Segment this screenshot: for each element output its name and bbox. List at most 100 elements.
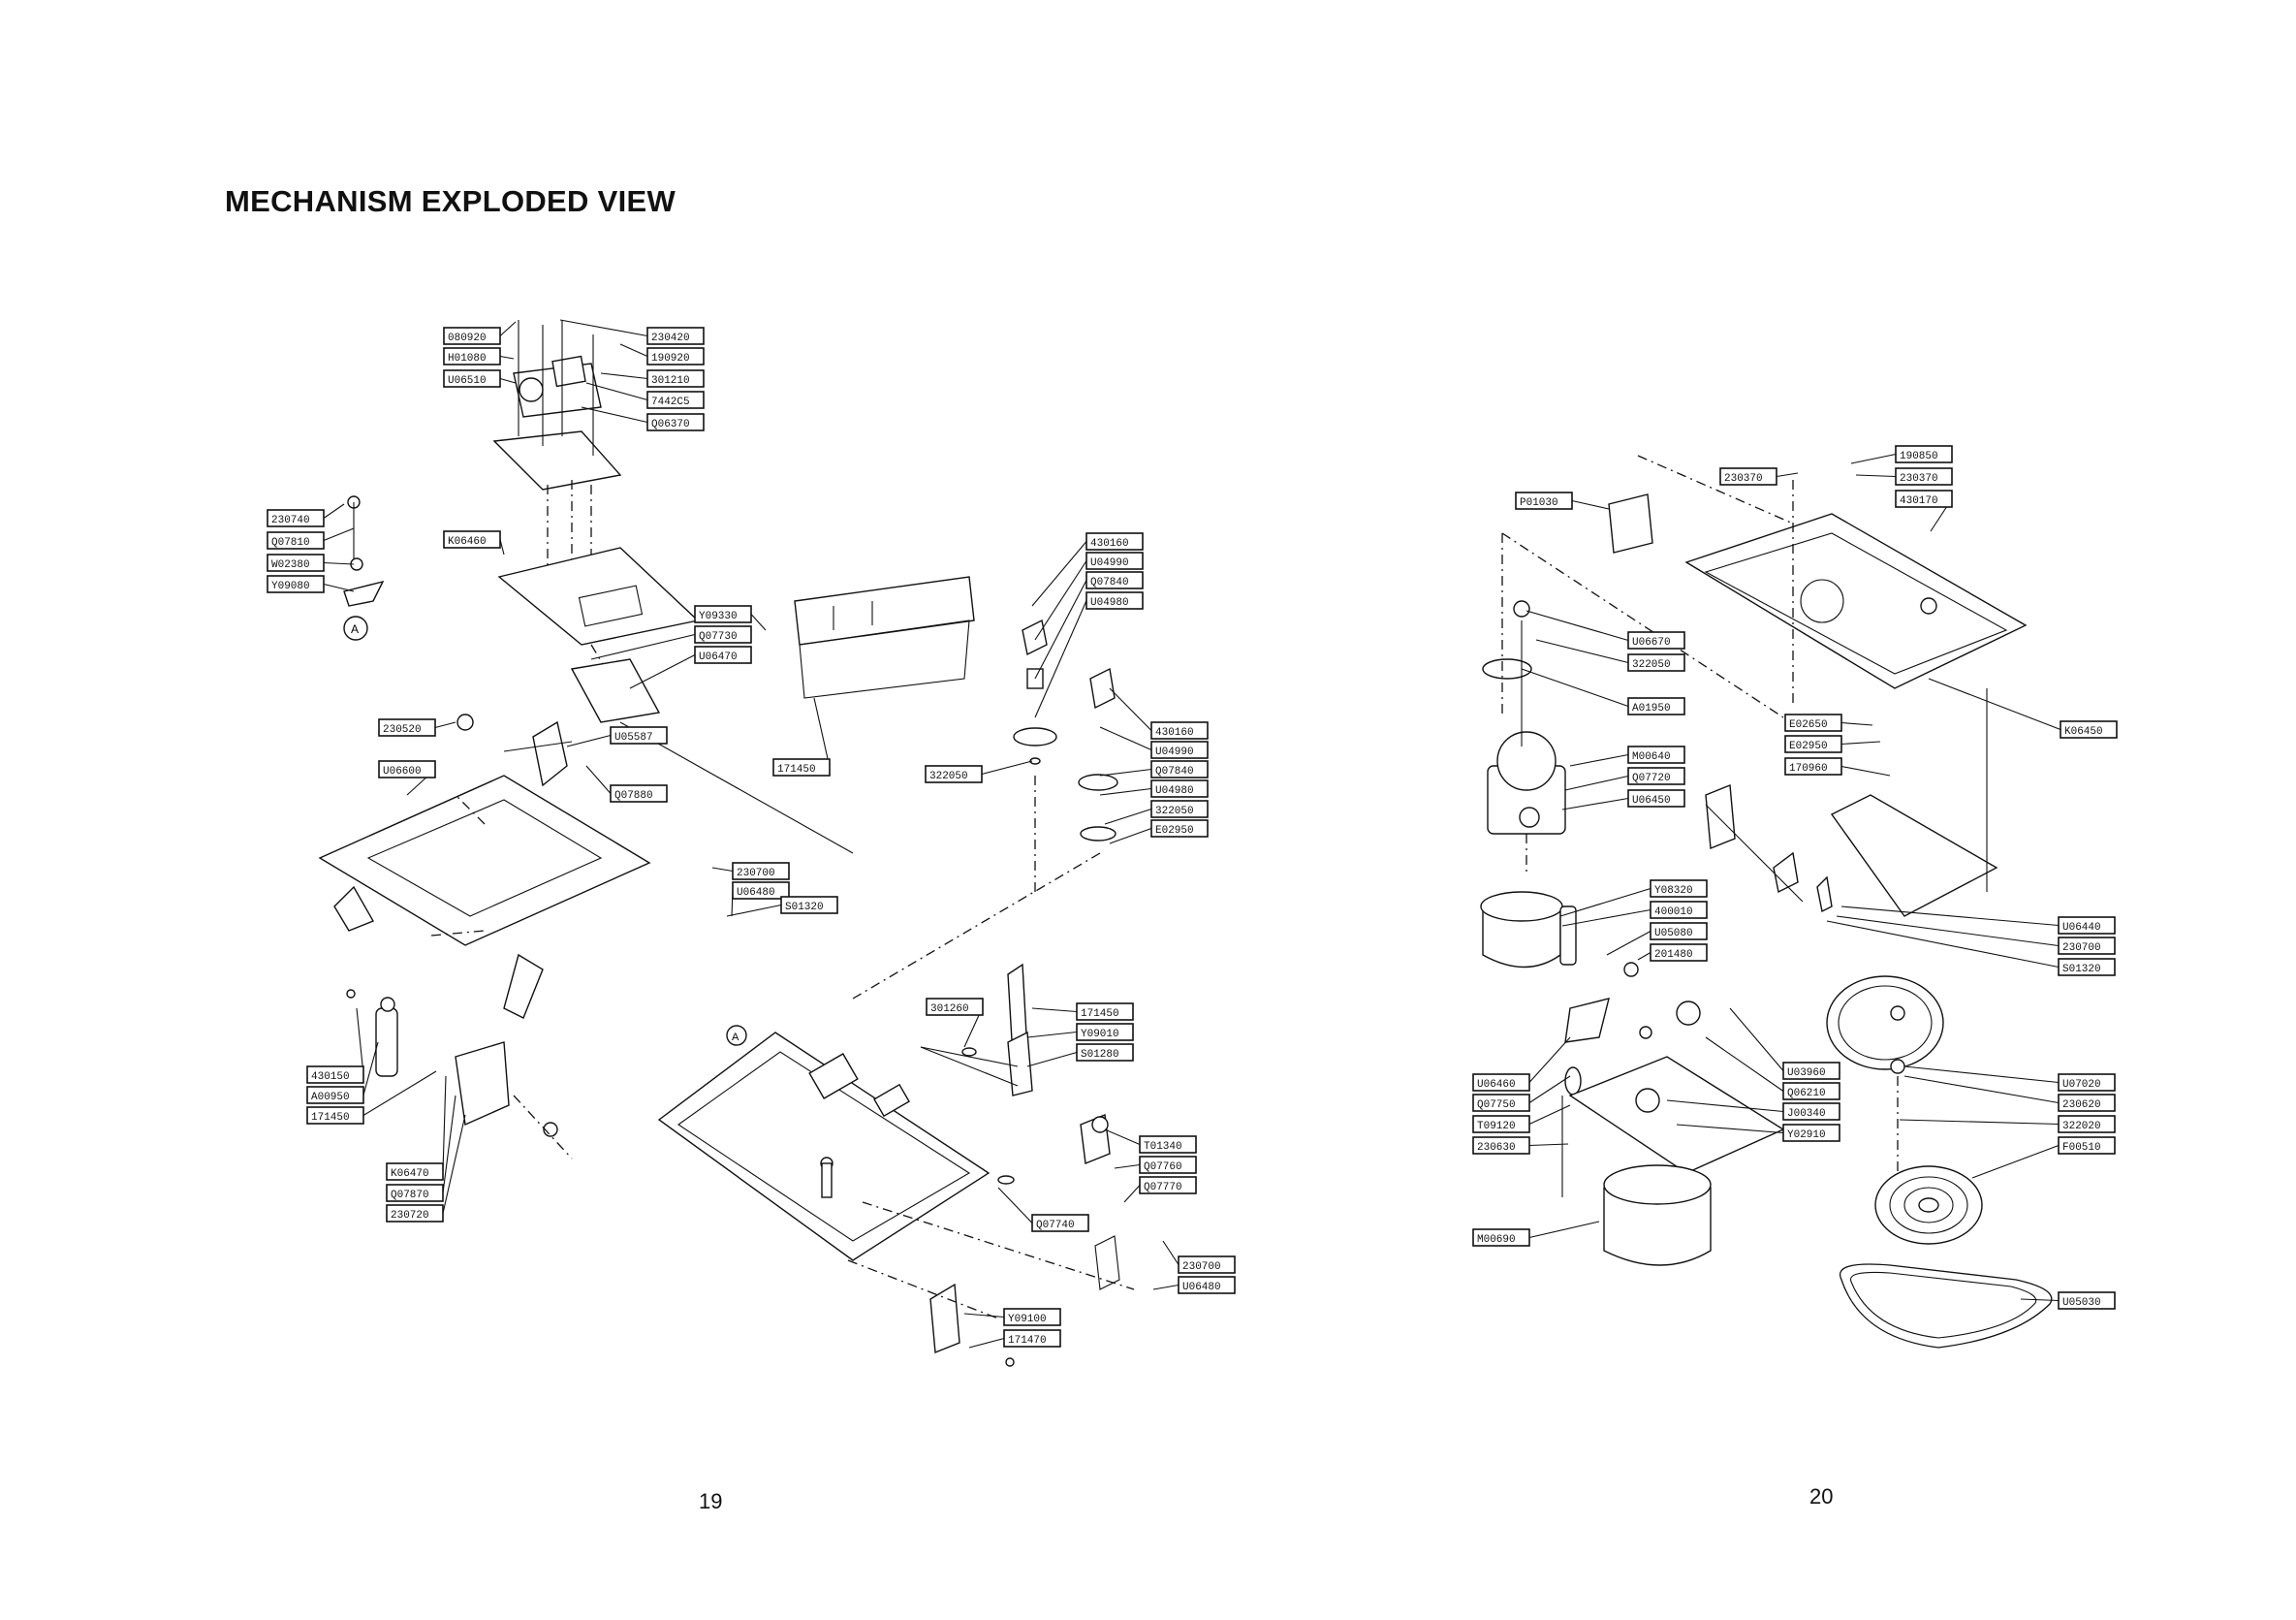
leader-line: [1099, 787, 1152, 796]
leader-line: [581, 406, 648, 424]
part-code-text: Y09330: [699, 611, 738, 622]
part-label-box: [1150, 779, 1209, 798]
part-label-box: [386, 1204, 444, 1223]
part-label-box: [1472, 1094, 1530, 1112]
part-label-box: [694, 625, 752, 644]
top-chassis-frame: [1684, 480, 2028, 708]
leader-line: [1162, 1240, 1179, 1265]
leader-line: [1903, 1065, 2060, 1084]
leader-line: [1026, 1031, 1078, 1038]
part-code-text: U06450: [1632, 795, 1671, 807]
leader-line: [1840, 741, 1881, 746]
leader-line: [1729, 1007, 1784, 1071]
part-label-left-24: 171450: [772, 697, 831, 777]
part-label-left-49: 230700: [1162, 1240, 1236, 1274]
part-code-text: Q07870: [391, 1190, 429, 1201]
part-code-text: U04990: [1155, 746, 1194, 758]
part-code-text: U04980: [1155, 785, 1194, 797]
part-label-left-37: Y09010: [1026, 1023, 1134, 1041]
part-code-text: 230700: [1182, 1261, 1221, 1273]
leader-line: [1855, 474, 1897, 478]
part-label-left-36: 171450: [1031, 1002, 1134, 1021]
part-label-right-10: 170960: [1784, 757, 1891, 777]
part-code-text: 322050: [1632, 659, 1671, 671]
part-label-right-35: U05030: [2020, 1291, 2116, 1310]
part-label-box: [1139, 1176, 1197, 1194]
part-label-box: [1650, 879, 1708, 898]
part-label-box: [1085, 591, 1144, 610]
part-code-text: Q07840: [1155, 766, 1194, 778]
part-label-left-5: 301210: [600, 369, 705, 388]
leader-line: [1104, 808, 1152, 825]
leader-line: [997, 1187, 1033, 1223]
part-label-left-48: Q07740: [997, 1187, 1089, 1232]
part-label-box: [1627, 746, 1685, 764]
part-code-text: 171450: [777, 764, 816, 776]
leader-line: [711, 867, 734, 873]
leader-line: [566, 734, 612, 747]
leader-line: [1705, 1036, 1784, 1092]
leader-line: [963, 1313, 1005, 1318]
part-label-box: [646, 369, 705, 388]
leader-line: [968, 1337, 1005, 1349]
part-label-box: [1178, 1255, 1236, 1274]
part-label-box: [1139, 1135, 1197, 1154]
leader-line: [1528, 1143, 1569, 1147]
part-label-box: [1472, 1073, 1530, 1092]
part-label-left-8: 230740: [267, 503, 345, 527]
part-label-left-40: A00950: [306, 1041, 379, 1104]
part-label-right-17: U05080: [1606, 922, 1708, 956]
part-code-text: K06470: [391, 1168, 429, 1180]
part-code-text: T09120: [1477, 1121, 1516, 1132]
part-label-box: [1895, 490, 1953, 508]
part-code-text: Y02910: [1787, 1129, 1826, 1141]
part-code-text: 080920: [448, 333, 487, 344]
part-code-text: U06480: [1182, 1282, 1221, 1293]
part-label-left-4: U06510: [443, 369, 517, 388]
part-label-box: [2058, 937, 2116, 955]
eject-lever: [456, 714, 573, 787]
part-label-box: [306, 1065, 364, 1084]
part-label-box: [732, 862, 790, 880]
leader-line: [1104, 1128, 1141, 1146]
part-code-text: Q07880: [614, 790, 653, 802]
leader-line: [1561, 908, 1651, 927]
part-label-box: [646, 391, 705, 409]
leader-line: [1109, 827, 1152, 844]
part-label-right-33: F00510: [1971, 1136, 2116, 1179]
part-label-box: [1650, 943, 1708, 962]
damper-assembly: [346, 989, 573, 1159]
part-label-box: [694, 646, 752, 664]
part-label-left-1: 230420: [559, 319, 705, 345]
part-label-box: [772, 758, 831, 777]
part-label-left-22: U05587: [566, 726, 668, 747]
right-assembly-leaders: [1501, 455, 1988, 903]
part-label-right-5: U06670: [1525, 610, 1685, 650]
part-label-left-21: U06600: [378, 760, 436, 796]
part-code-text: M00640: [1632, 751, 1671, 763]
part-label-right-28: J00340: [1666, 1099, 1840, 1121]
capstan-motor-assembly: [1482, 600, 1566, 835]
part-label-left-45: T01340: [1104, 1128, 1197, 1154]
part-label-box: [1472, 1115, 1530, 1133]
part-label-right-15: Y08320: [1559, 879, 1708, 917]
part-label-box: [1627, 653, 1685, 672]
part-code-text: U05030: [2062, 1297, 2101, 1309]
part-label-left-47: Q07770: [1123, 1176, 1197, 1203]
leader-line: [323, 527, 355, 542]
leader-line: [356, 1007, 364, 1075]
leader-line: [981, 760, 1033, 776]
part-label-box: [267, 509, 325, 527]
part-label-box: [1895, 445, 1953, 463]
leader-line: [1099, 768, 1152, 777]
sub-chassis: [1773, 794, 1998, 917]
part-label-box: [1139, 1156, 1197, 1174]
part-label-right-27: Q06210: [1705, 1036, 1840, 1100]
rear-shield-plate: [794, 576, 975, 699]
part-code-text: 190850: [1900, 451, 1938, 462]
part-label-left-29: 322050: [1104, 800, 1209, 825]
part-label-box: [267, 531, 325, 550]
part-label-left-51: Y09100: [963, 1308, 1061, 1326]
part-label-left-0: 080920: [443, 321, 517, 345]
